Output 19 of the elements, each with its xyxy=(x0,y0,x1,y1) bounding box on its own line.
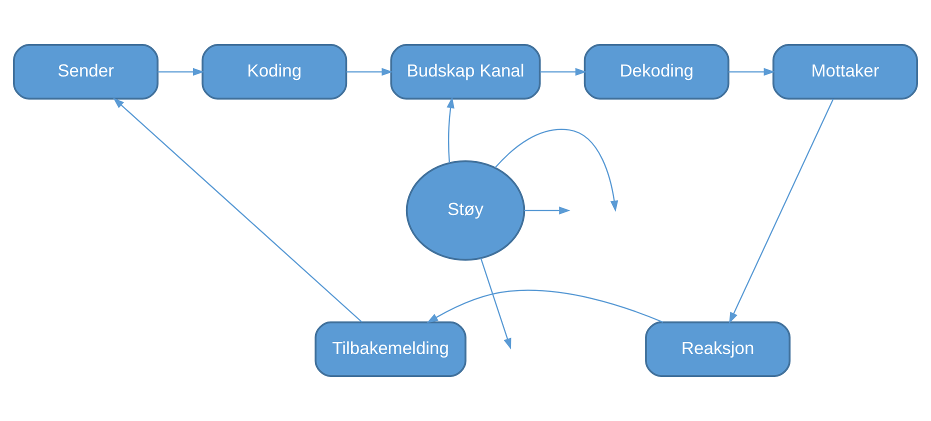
node-box: Dekoding xyxy=(584,44,730,100)
node-ellipse: Støy xyxy=(406,160,526,261)
node-box: Tilbakemelding xyxy=(314,321,466,377)
arrow xyxy=(540,68,587,76)
arrow xyxy=(346,68,393,76)
node-box: Koding xyxy=(202,44,348,100)
arrow xyxy=(158,68,204,76)
node-box: Budskap Kanal xyxy=(390,44,541,100)
node-box: Reaksjon xyxy=(645,321,791,377)
arrow xyxy=(728,68,776,76)
arrow xyxy=(524,206,570,214)
arrow xyxy=(113,98,362,322)
arrow xyxy=(426,290,664,324)
arrow xyxy=(729,98,834,324)
arrow xyxy=(494,128,618,212)
arrow xyxy=(446,96,454,163)
node-box: Sender xyxy=(13,44,159,100)
arrow xyxy=(480,258,512,350)
node-box: Mottaker xyxy=(772,44,918,100)
